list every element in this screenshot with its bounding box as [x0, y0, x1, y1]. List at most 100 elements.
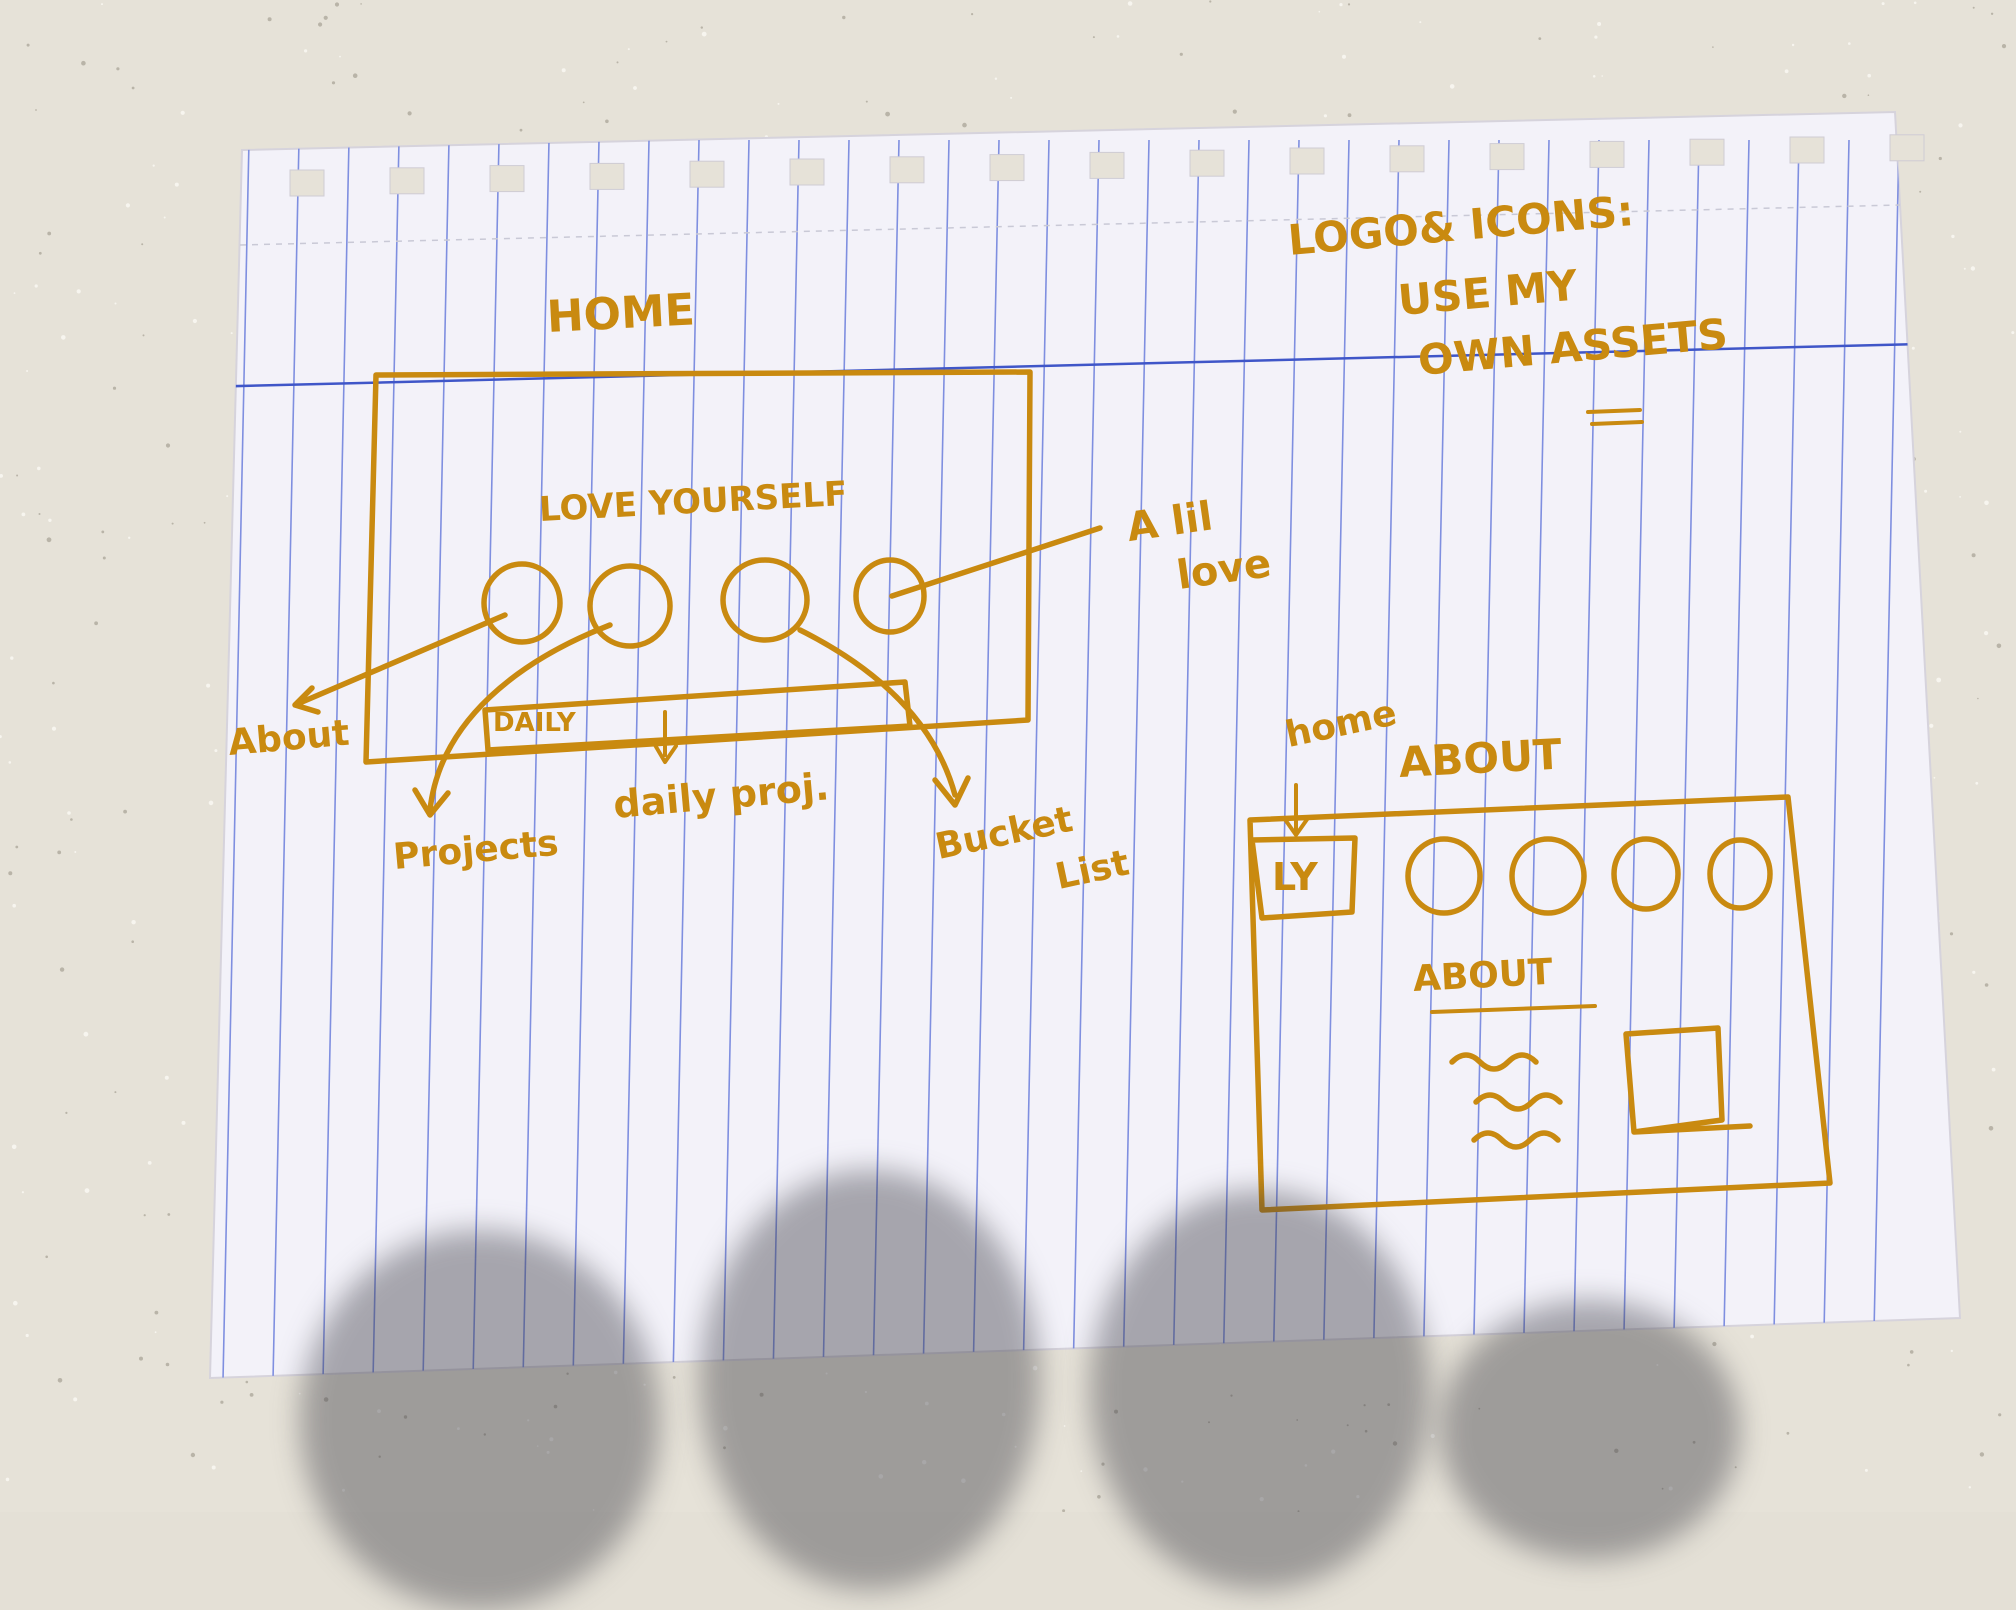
speckle: [1750, 1334, 1754, 1339]
speckle: [1881, 2, 1885, 6]
speckle: [131, 940, 134, 943]
home-nav-circle-projects: [587, 563, 673, 649]
speckle: [1080, 1470, 1083, 1473]
speckle: [21, 1191, 24, 1194]
home-daily-bar-label: DAILY: [493, 708, 576, 738]
speckle: [142, 334, 145, 337]
speckle: [1614, 1448, 1619, 1454]
home-daily-bar: [482, 679, 913, 753]
speckle: [1230, 1394, 1233, 1397]
speckle: [139, 1356, 143, 1361]
spiral-hole: [689, 160, 725, 188]
speckle: [1972, 970, 1976, 974]
ruled-line: [222, 139, 250, 1378]
speckle: [1010, 96, 1013, 99]
speckle: [1063, 1425, 1066, 1427]
speckle: [519, 128, 523, 132]
speckle: [566, 1372, 569, 1375]
speckle: [1784, 69, 1789, 74]
speckle: [45, 1255, 48, 1259]
speckle: [961, 1478, 966, 1483]
speckle: [1101, 1462, 1105, 1466]
speckle: [825, 1372, 828, 1375]
speckle: [1594, 35, 1598, 39]
ruled-line: [972, 139, 1000, 1378]
arrow-daily: [653, 710, 678, 764]
home-nav-circle-about: [481, 561, 563, 645]
speckle: [0, 735, 2, 739]
speckle: [582, 101, 585, 104]
speckle: [1951, 234, 1955, 239]
paper-sheet: [208, 110, 1962, 1380]
speckle: [16, 474, 19, 477]
spiral-hole: [789, 158, 825, 186]
speckle: [700, 26, 703, 29]
speckle: [922, 1460, 927, 1465]
home-wireframe: [292, 369, 1103, 818]
home-nav-circle-daily: [720, 557, 810, 643]
speckle: [627, 48, 630, 51]
speckle: [15, 845, 19, 849]
speckle: [1972, 6, 1975, 9]
speckle: [1656, 1364, 1659, 1366]
speckle: [1712, 46, 1714, 48]
speckle: [190, 1452, 196, 1458]
hand-shadow-left: [300, 1230, 660, 1610]
speckle: [1959, 496, 1961, 498]
speckle: [206, 683, 211, 688]
about-nav-circle-3: [1611, 836, 1681, 912]
speckle: [339, 55, 341, 58]
speckle: [1913, 1, 1917, 5]
speckle: [83, 1031, 89, 1037]
about-text-squiggle-1: [1449, 1052, 1539, 1072]
about-frame: [1247, 794, 1833, 1213]
speckle: [1959, 430, 1962, 433]
speckle: [1114, 1409, 1118, 1414]
speckle: [165, 443, 171, 448]
speckle: [1864, 1468, 1868, 1472]
speckle: [665, 40, 668, 43]
speckle: [1181, 1480, 1184, 1483]
speckle: [123, 809, 127, 814]
speckle: [378, 1455, 381, 1458]
home-nav-arrow-about: [292, 612, 508, 715]
speckle: [549, 1437, 554, 1442]
speckle: [5, 1477, 10, 1482]
speckle: [163, 216, 166, 219]
speckle: [81, 60, 86, 66]
speckle: [0, 474, 3, 478]
speckle: [70, 818, 73, 821]
speckle: [214, 749, 218, 753]
speckle: [12, 903, 16, 908]
speckle: [1538, 37, 1542, 40]
speckle: [318, 22, 323, 27]
speckle: [1734, 1466, 1737, 1469]
speckle: [971, 13, 974, 16]
spiral-hole: [289, 169, 325, 197]
ruled-line: [1322, 139, 1350, 1378]
speckle: [1909, 1350, 1914, 1354]
speckle: [553, 1404, 558, 1409]
speckle: [143, 1214, 146, 1217]
ruled-line: [1072, 139, 1100, 1378]
home-title: HOME: [545, 284, 697, 343]
ruled-line: [1872, 139, 1900, 1378]
ruled-line: [272, 139, 300, 1378]
speckle: [226, 495, 229, 498]
spiral-hole: [1089, 151, 1125, 179]
spiral-hole: [1389, 145, 1425, 173]
speckle: [34, 284, 38, 288]
speckle: [1232, 109, 1237, 114]
speckle: [51, 726, 57, 731]
about-logo-box: [1249, 835, 1358, 921]
speckle: [165, 1362, 170, 1367]
speckle: [1867, 73, 1871, 78]
speckle: [1975, 781, 1979, 785]
ruled-lines: [210, 139, 1960, 1378]
speckle: [1097, 1495, 1101, 1499]
speckle: [73, 1397, 78, 1402]
speckle: [592, 1509, 595, 1511]
speckle: [230, 332, 233, 335]
speckle: [37, 466, 41, 471]
ruled-line: [522, 139, 550, 1378]
